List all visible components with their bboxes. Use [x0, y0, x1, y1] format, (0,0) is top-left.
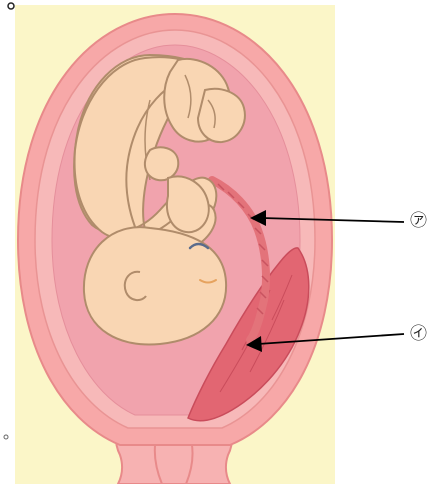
dot-top: [8, 3, 14, 9]
fetus-hand: [145, 147, 178, 180]
fetus-foot: [198, 89, 245, 142]
dot-bottom: [4, 435, 8, 439]
label-i: ㋑: [410, 326, 427, 343]
label-a: ㋐: [410, 213, 427, 230]
